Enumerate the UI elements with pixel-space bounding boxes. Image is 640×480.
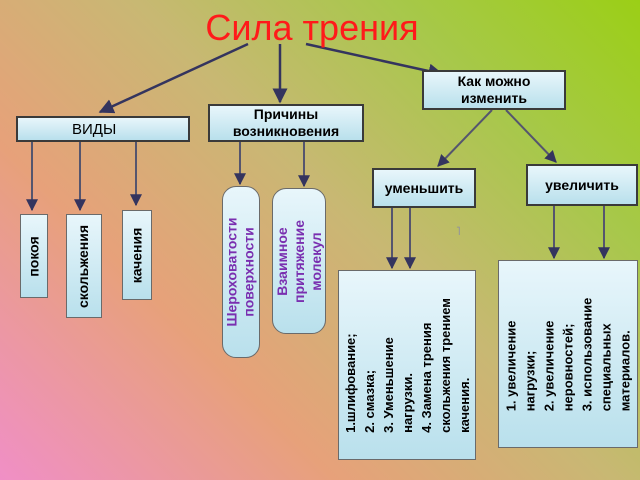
node-skolzheniya: скольжения [66, 214, 102, 318]
node-sherokhovatosti: Шероховатости поверхности [222, 186, 260, 358]
node-uvelichit-list-label: 1. увеличение нагрузки; 2. увеличение не… [503, 297, 633, 411]
node-pokoya-label: покоя [25, 235, 42, 277]
stray-mark: ˥ [456, 224, 461, 238]
node-vzaimnoe-label: Взаимное притяжение молекул [273, 219, 324, 303]
node-skolzheniya-label: скольжения [75, 224, 92, 308]
node-kacheniya: качения [122, 210, 152, 300]
node-sherokhovatosti-label: Шероховатости поверхности [224, 217, 258, 327]
node-kak-izmenit: Как можно изменить [422, 70, 566, 110]
node-uvelichit-label: увеличить [545, 176, 619, 193]
node-uvelichit-list: 1. увеличение нагрузки; 2. увеличение не… [498, 260, 638, 448]
node-prichiny: Причины возникновения [208, 104, 364, 142]
node-vidy-label: ВИДЫ [72, 120, 117, 138]
node-umenshit-list-label: 1.шлифование; 2. смазка; 3. Уменьшение н… [342, 297, 472, 433]
node-prichiny-label: Причины возникновения [232, 106, 340, 139]
node-umenshit-list: 1.шлифование; 2. смазка; 3. Уменьшение н… [338, 270, 476, 460]
node-kacheniya-label: качения [128, 227, 145, 283]
node-kak-izmenit-label: Как можно изменить [457, 73, 531, 106]
node-pokoya: покоя [20, 214, 48, 298]
node-umenshit-label: уменьшить [384, 179, 464, 196]
node-umenshit: уменьшить [372, 168, 476, 208]
arrow-kak-to-uvelichit [505, 109, 557, 163]
node-vzaimnoe: Взаимное притяжение молекул [272, 188, 326, 334]
arrow-title-to-vidy [98, 42, 249, 114]
node-uvelichit: увеличить [526, 164, 638, 206]
arrow-kak-to-umenshit [437, 109, 493, 167]
node-vidy: ВИДЫ [16, 116, 190, 142]
page-title: Сила трения [205, 7, 419, 48]
arrow-title-to-kak [305, 42, 444, 79]
